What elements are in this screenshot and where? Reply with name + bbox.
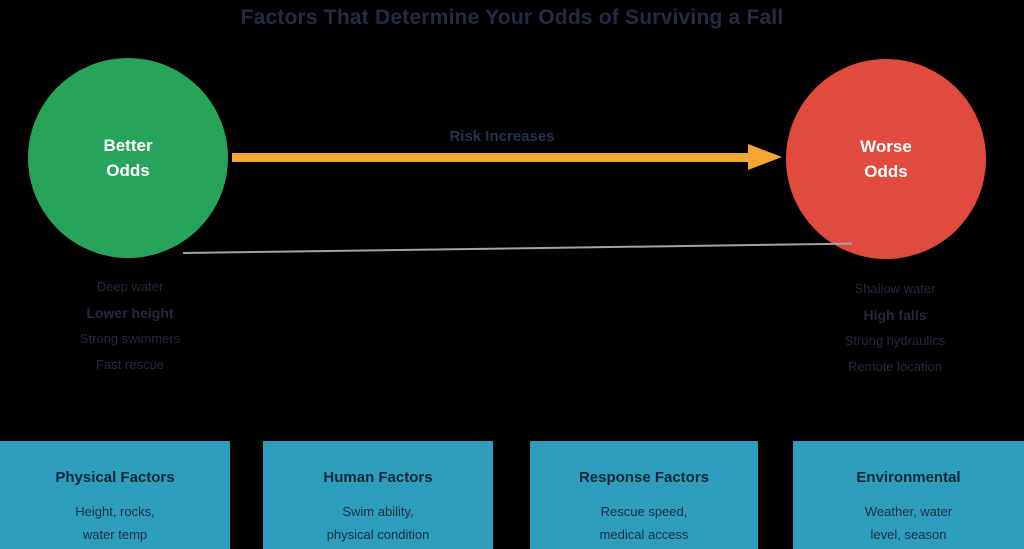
worse-odds-circle: Worse Odds — [786, 59, 986, 259]
worse-odds-label: Worse Odds — [860, 134, 912, 184]
worse-odds-label-line2: Odds — [864, 162, 908, 181]
worse-factor-4: Remote location — [848, 359, 942, 374]
better-odds-factor-list: Deep water Lower height Strong swimmers … — [20, 280, 240, 384]
better-odds-label-line2: Odds — [106, 161, 150, 180]
category-title-physical: Physical Factors — [55, 469, 175, 486]
risk-arrow-shaft — [232, 153, 748, 162]
category-title-environmental: Environmental — [856, 469, 961, 486]
category-detail-response-line2: medical access — [599, 527, 689, 542]
category-box-response: Response Factors Rescue speed, medical a… — [530, 441, 758, 549]
category-detail-response-line1: Rescue speed, — [600, 504, 688, 519]
category-box-physical: Physical Factors Height, rocks, water te… — [0, 441, 230, 549]
category-title-response: Response Factors — [578, 469, 710, 486]
category-detail-environmental-line2: level, season — [870, 527, 947, 542]
worse-odds-label-line1: Worse — [860, 137, 912, 156]
better-factor-3: Strong swimmers — [79, 331, 181, 346]
thin-connector-line — [182, 242, 852, 254]
category-detail-physical-line1: Height, rocks, — [75, 504, 155, 519]
better-odds-circle: Better Odds — [28, 58, 228, 258]
category-box-environmental: Environmental Weather, water level, seas… — [793, 441, 1024, 549]
category-detail-environmental-line1: Weather, water — [864, 504, 953, 519]
category-detail-physical: Height, rocks, water temp — [0, 500, 230, 546]
worse-factor-2: High falls — [863, 307, 927, 323]
category-title-human: Human Factors — [323, 469, 433, 486]
category-detail-physical-line2: water temp — [82, 527, 148, 542]
better-odds-label-line1: Better — [103, 136, 153, 155]
worse-factor-3: Strong hydraulics — [844, 333, 946, 348]
diagram-title: Factors That Determine Your Odds of Surv… — [240, 6, 784, 29]
category-detail-environmental: Weather, water level, season — [793, 500, 1024, 546]
category-detail-human-line1: Swim ability, — [342, 504, 414, 519]
risk-arrow-head-icon — [748, 144, 782, 170]
better-odds-label: Better Odds — [103, 133, 152, 183]
category-detail-human-line2: physical condition — [326, 527, 430, 542]
risk-arrow-label: Risk Increases — [449, 128, 555, 145]
better-factor-4: Fast rescue — [96, 357, 164, 372]
better-factor-2: Lower height — [86, 305, 174, 321]
category-detail-response: Rescue speed, medical access — [530, 500, 758, 546]
worse-factor-1: Shallow water — [854, 281, 936, 296]
category-detail-human: Swim ability, physical condition — [263, 500, 493, 546]
better-factor-1: Deep water — [96, 279, 164, 294]
worse-odds-factor-list: Shallow water High falls Strong hydrauli… — [785, 282, 1005, 386]
category-box-human: Human Factors Swim ability, physical con… — [263, 441, 493, 549]
